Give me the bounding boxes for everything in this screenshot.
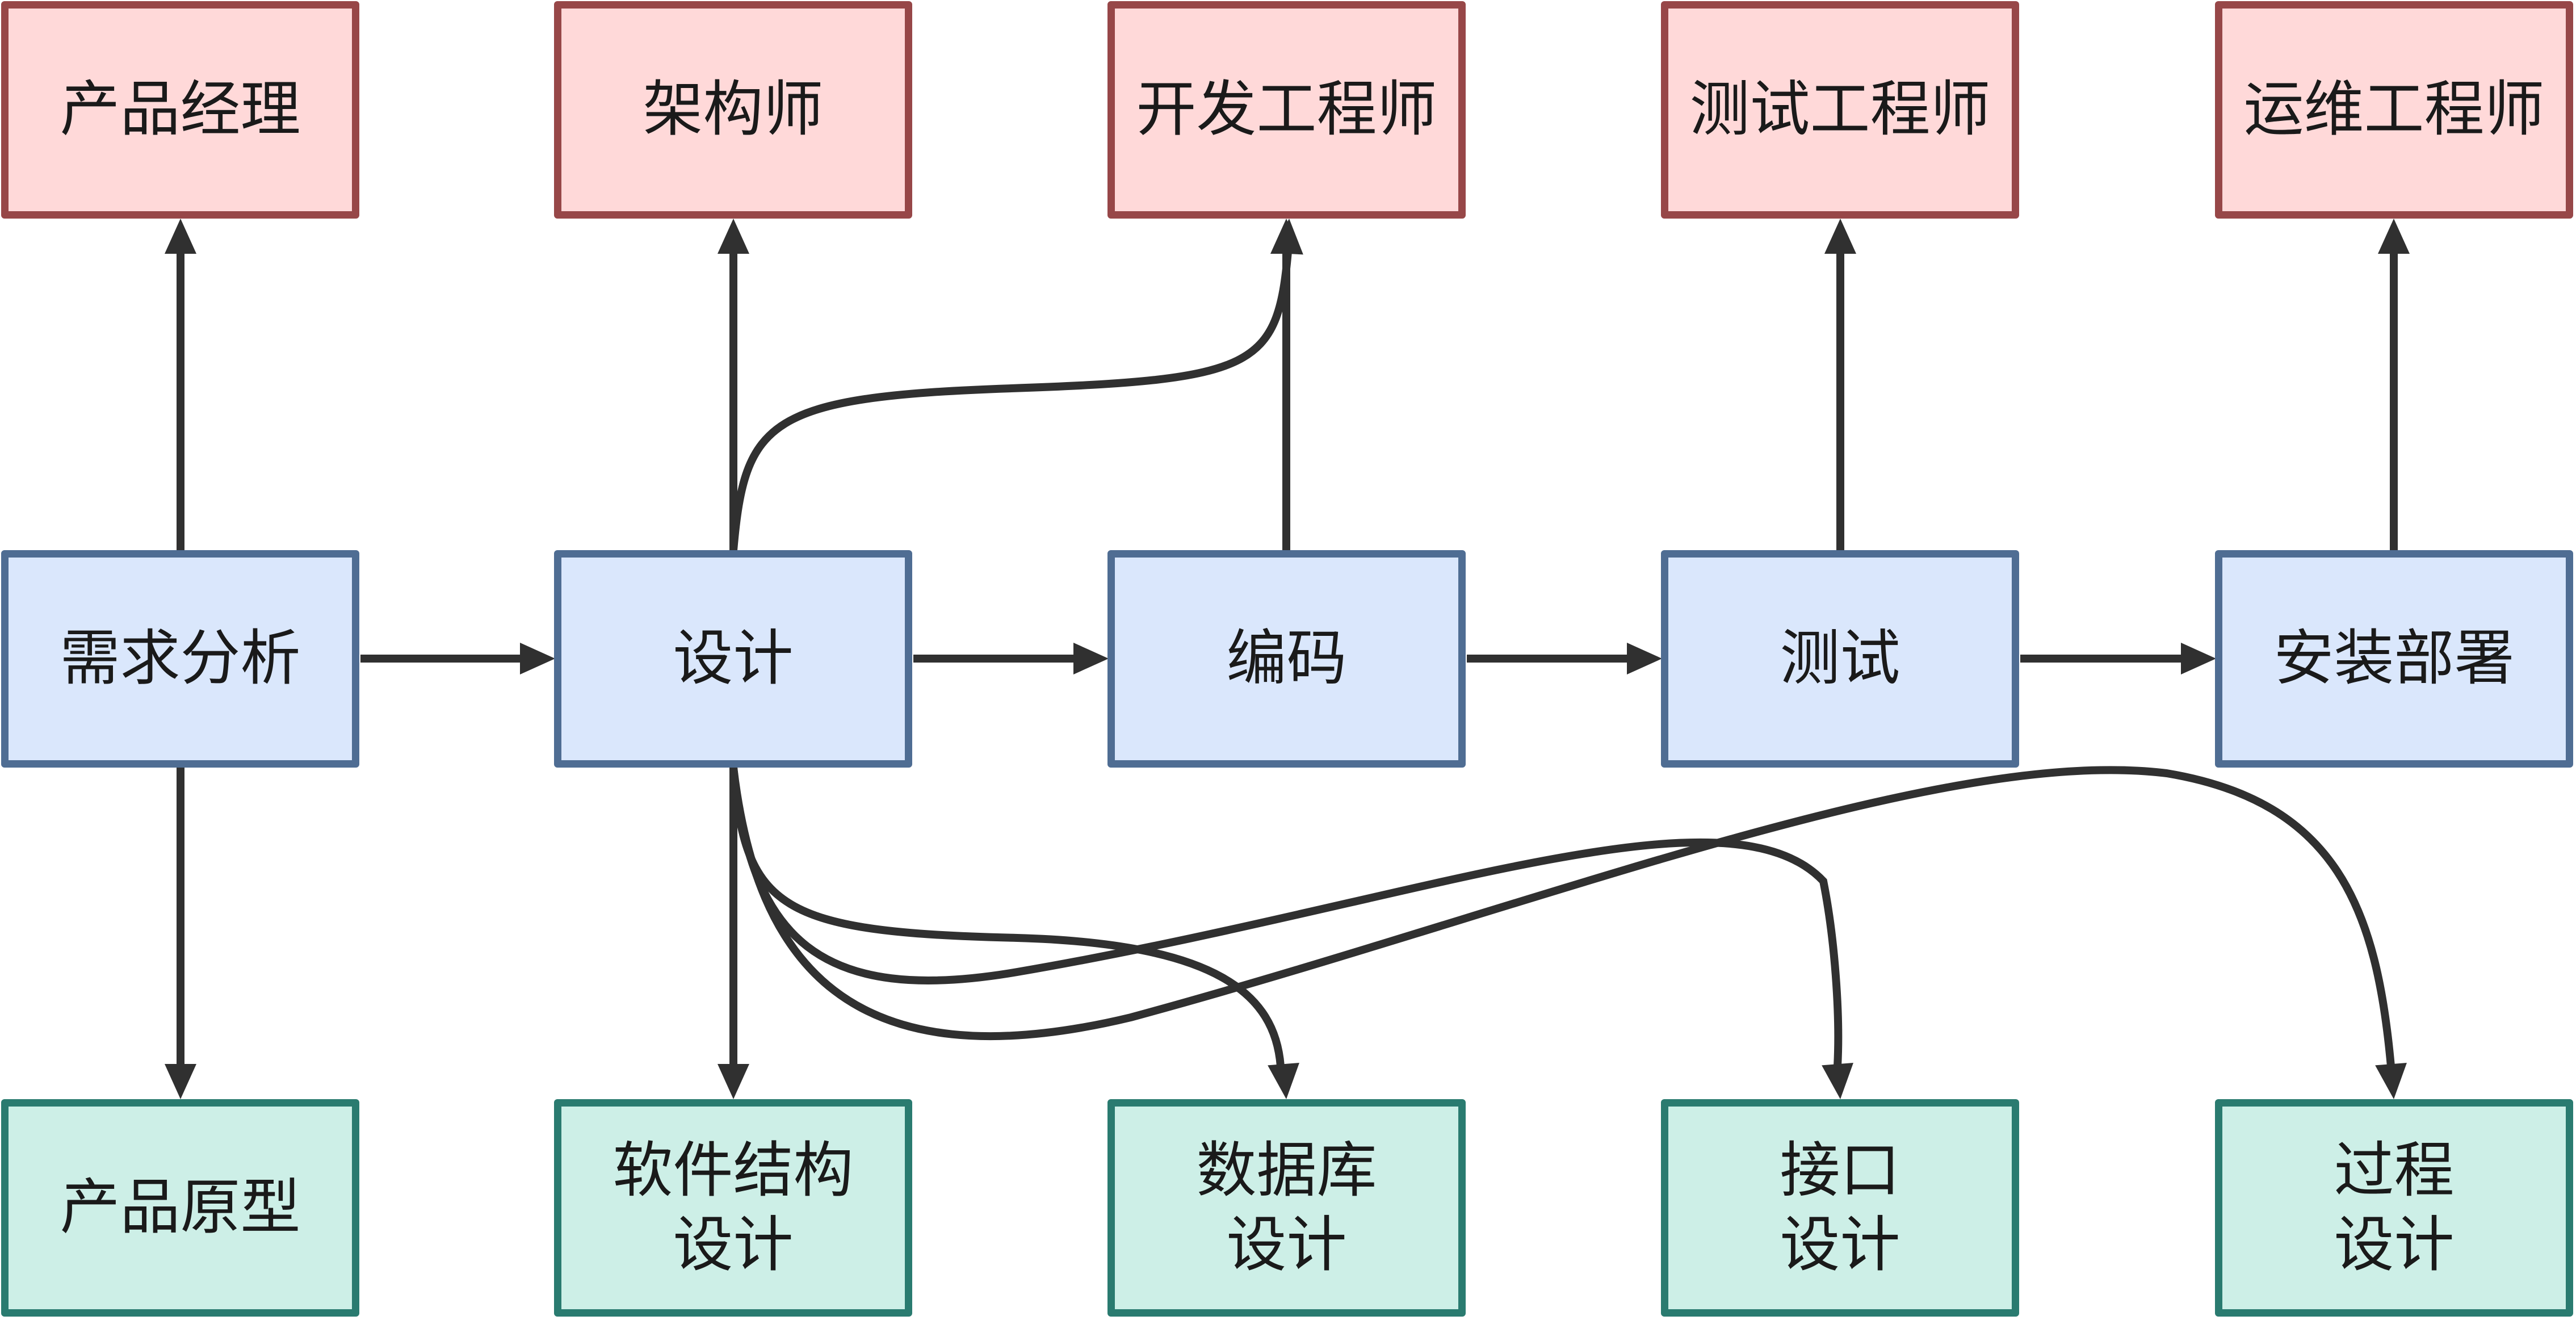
- node-label: 接口 设计: [1780, 1135, 1900, 1280]
- edge-design-to-code-arrowhead: [1073, 643, 1109, 674]
- node-deployment[interactable]: 安装部署: [2215, 550, 2573, 768]
- node-label: 测试工程师: [1689, 74, 1991, 145]
- node-label: 安装部署: [2273, 623, 2515, 694]
- node-label: 产品经理: [60, 74, 301, 145]
- node-test-engineer[interactable]: 测试工程师: [1661, 1, 2019, 219]
- node-interface-design[interactable]: 接口 设计: [1661, 1099, 2019, 1317]
- node-label: 设计: [673, 623, 794, 694]
- node-testing[interactable]: 测试: [1661, 550, 2019, 768]
- edge-design-to-db_design-arrowhead: [1268, 1062, 1299, 1099]
- node-label: 编码: [1226, 623, 1347, 694]
- node-product-manager[interactable]: 产品经理: [1, 1, 359, 219]
- edge-code-to-dev-arrowhead: [1270, 219, 1302, 254]
- node-requirements-analysis[interactable]: 需求分析: [1, 550, 359, 768]
- edge-code-to-test-arrowhead: [1627, 643, 1662, 674]
- node-database-design[interactable]: 数据库 设计: [1107, 1099, 1466, 1317]
- edge-design-to-arch_design-arrowhead: [718, 1064, 749, 1099]
- node-procedure-design[interactable]: 过程 设计: [2215, 1099, 2573, 1317]
- edge-req-to-pm-arrowhead: [165, 219, 196, 254]
- node-coding[interactable]: 编码: [1107, 550, 1466, 768]
- node-label: 运维工程师: [2243, 74, 2545, 145]
- node-product-prototype[interactable]: 产品原型: [1, 1099, 359, 1317]
- edge-design-to-arch-arrowhead: [718, 219, 749, 254]
- node-ops-engineer[interactable]: 运维工程师: [2215, 1, 2573, 219]
- node-label: 数据库 设计: [1196, 1135, 1377, 1280]
- edge-design-to-if_design: [729, 767, 1843, 1067]
- edge-req-to-design-arrowhead: [520, 643, 555, 674]
- node-label: 软件结构 设计: [612, 1135, 854, 1280]
- edge-design-to-if_design-arrowhead: [1822, 1062, 1853, 1099]
- node-label: 需求分析: [60, 623, 301, 694]
- node-developer[interactable]: 开发工程师: [1107, 1, 1466, 219]
- edge-test-to-deploy-arrowhead: [2181, 643, 2216, 674]
- node-label: 产品原型: [60, 1172, 301, 1243]
- edge-design-to-proc_design: [729, 766, 2395, 1067]
- node-design[interactable]: 设计: [554, 550, 912, 768]
- node-label: 测试: [1780, 623, 1900, 694]
- node-label: 架构师: [643, 74, 824, 145]
- edge-test-to-qa-arrowhead: [1824, 219, 1856, 254]
- edge-design-to-db_design: [729, 767, 1285, 1067]
- node-software-structure-design[interactable]: 软件结构 设计: [554, 1099, 912, 1317]
- edge-design-to-proc_design-arrowhead: [2375, 1062, 2407, 1099]
- edge-deploy-to-ops-arrowhead: [2378, 219, 2410, 254]
- node-architect[interactable]: 架构师: [554, 1, 912, 219]
- edge-design-to-dev: [729, 251, 1292, 551]
- node-label: 过程 设计: [2334, 1135, 2455, 1280]
- node-label: 开发工程师: [1136, 74, 1437, 145]
- edge-req-to-proto-arrowhead: [165, 1064, 196, 1099]
